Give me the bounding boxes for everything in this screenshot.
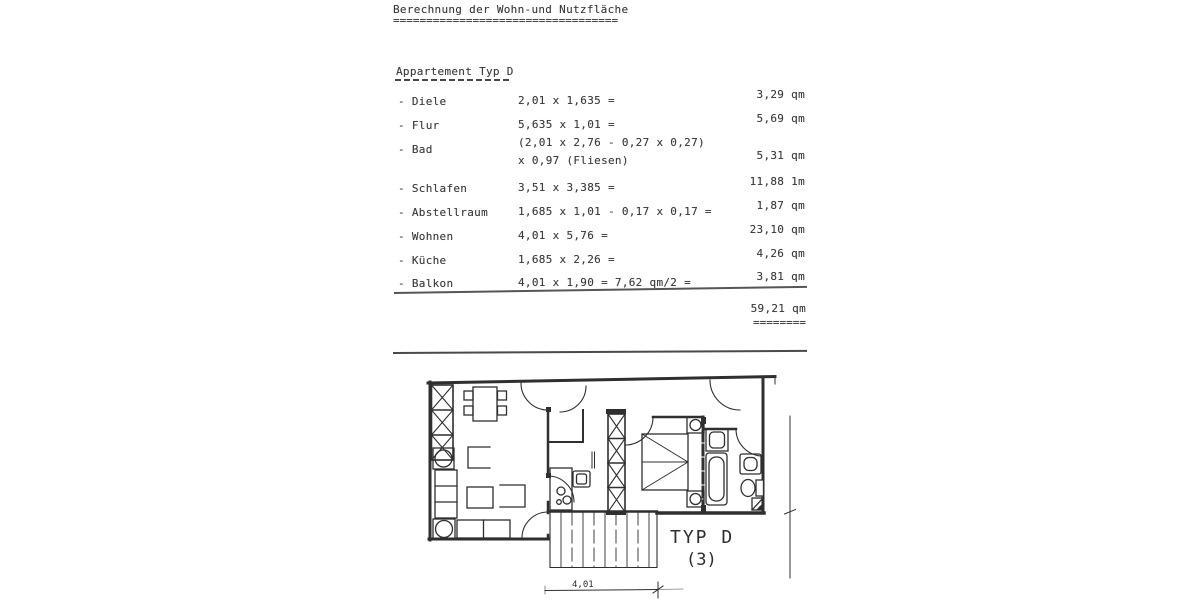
dining-table — [472, 386, 498, 422]
kitchen-counter — [549, 467, 573, 511]
armchair — [467, 446, 491, 469]
formula-text: 5,635 x 1,01 = — [518, 118, 615, 131]
formula-text: (2,01 x 2,76 - 0,27 x 0,27) — [518, 136, 705, 149]
door-arcs — [520, 379, 764, 539]
outer-walls — [426, 374, 777, 542]
washbasin — [739, 453, 762, 475]
document-title: Berechnung der Wohn-und Nutzfläche — [393, 3, 629, 16]
total-underline: ======== — [753, 316, 806, 329]
area-value: 3,81 qm — [756, 270, 805, 283]
table-row: - Diele 2,01 x 1,635 = 3,29 qm — [393, 89, 807, 116]
kitchen-fixtures — [549, 451, 595, 511]
balcony — [549, 511, 658, 569]
room-label: - Wohnen — [398, 230, 454, 243]
section-divider-line — [392, 349, 807, 354]
room-label: - Balkon — [398, 277, 454, 290]
area-value: 3,29 qm — [756, 88, 805, 101]
area-value: 4,26 qm — [756, 247, 805, 260]
hatched-wall-left — [430, 384, 454, 461]
coffee-table — [466, 486, 494, 509]
table-row: - Abstellraum 1,685 x 1,01 - 0,17 x 0,17 … — [393, 200, 807, 227]
interior-walls — [546, 407, 738, 541]
formula-text: 1,685 x 2,26 = — [518, 253, 615, 266]
room-label: - Diele — [398, 95, 447, 108]
nightstand — [686, 416, 705, 434]
washbasin-cabinet — [705, 428, 729, 452]
room-label: - Schlafen — [398, 182, 468, 195]
formula-text: 2,01 x 1,635 = — [518, 94, 615, 107]
formula-text: 3,51 x 3,385 = — [518, 181, 615, 194]
extension-line — [783, 415, 797, 579]
section-heading-underline — [395, 79, 511, 81]
room-label: - Flur — [398, 119, 440, 132]
formula-text: 4,01 x 5,76 = — [518, 229, 608, 242]
bathtub — [705, 452, 728, 506]
area-value: 23,10 qm — [749, 223, 805, 236]
armchair — [499, 484, 526, 508]
table-row: - Schlafen 3,51 x 3,385 = 11,88 1m — [393, 176, 807, 203]
stove — [572, 470, 591, 488]
dimension-line: 4,01 — [544, 580, 684, 599]
formula-text: x 0,97 (Fliesen) — [518, 154, 629, 167]
calculation-table: - Diele 2,01 x 1,635 = 3,29 qm - Flur 5,635 … — [393, 0, 807, 345]
area-value: 5,31 qm — [756, 149, 805, 162]
hatched-wall-middle — [607, 413, 626, 513]
nightstand — [686, 490, 705, 508]
area-value: 5,69 qm — [756, 112, 805, 125]
plan-type-number: (3) — [686, 550, 717, 570]
table-row: - Küche 1,685 x 2,26 = 4,26 qm — [393, 248, 807, 275]
living-room-furniture — [432, 386, 526, 540]
section-heading: Appartement Typ D — [396, 65, 514, 78]
room-label: - Küche — [398, 254, 447, 267]
floor-plan: 4,01 TYP D (3) — [426, 374, 797, 599]
area-value: 11,88 1m — [749, 175, 805, 188]
bedroom-furniture — [641, 416, 705, 508]
room-label: - Bad — [398, 143, 433, 156]
room-label: - Abstellraum — [398, 206, 488, 219]
plan-type-label: TYP D — [670, 527, 734, 548]
table-row: - Bad (2,01 x 2,76 - 0,27 x 0,27) x 0,97 (… — [393, 137, 807, 167]
toilet — [740, 478, 756, 498]
side-table — [432, 518, 456, 540]
formula-text: 1,685 x 1,01 - 0,17 x 0,17 = — [518, 205, 712, 218]
table-row: - Flur 5,635 x 1,01 = 5,69 qm — [393, 113, 807, 140]
side-table — [432, 447, 455, 470]
table-row: - Wohnen 4,01 x 5,76 = 23,10 qm — [393, 224, 807, 251]
dimension-label: 4,01 — [572, 580, 594, 590]
bathroom-fixtures — [705, 428, 765, 511]
area-value: 1,87 qm — [756, 199, 805, 212]
table-row: - Balkon 4,01 x 1,90 = 7,62 qm/2 = 3,81 qm — [393, 271, 807, 298]
total-value: 59,21 qm — [750, 302, 806, 315]
formula-text: 4,01 x 1,90 = 7,62 qm/2 = — [518, 276, 692, 289]
document-title-underline: ================================== — [393, 14, 619, 27]
sofa — [434, 469, 458, 519]
sink — [556, 486, 566, 496]
